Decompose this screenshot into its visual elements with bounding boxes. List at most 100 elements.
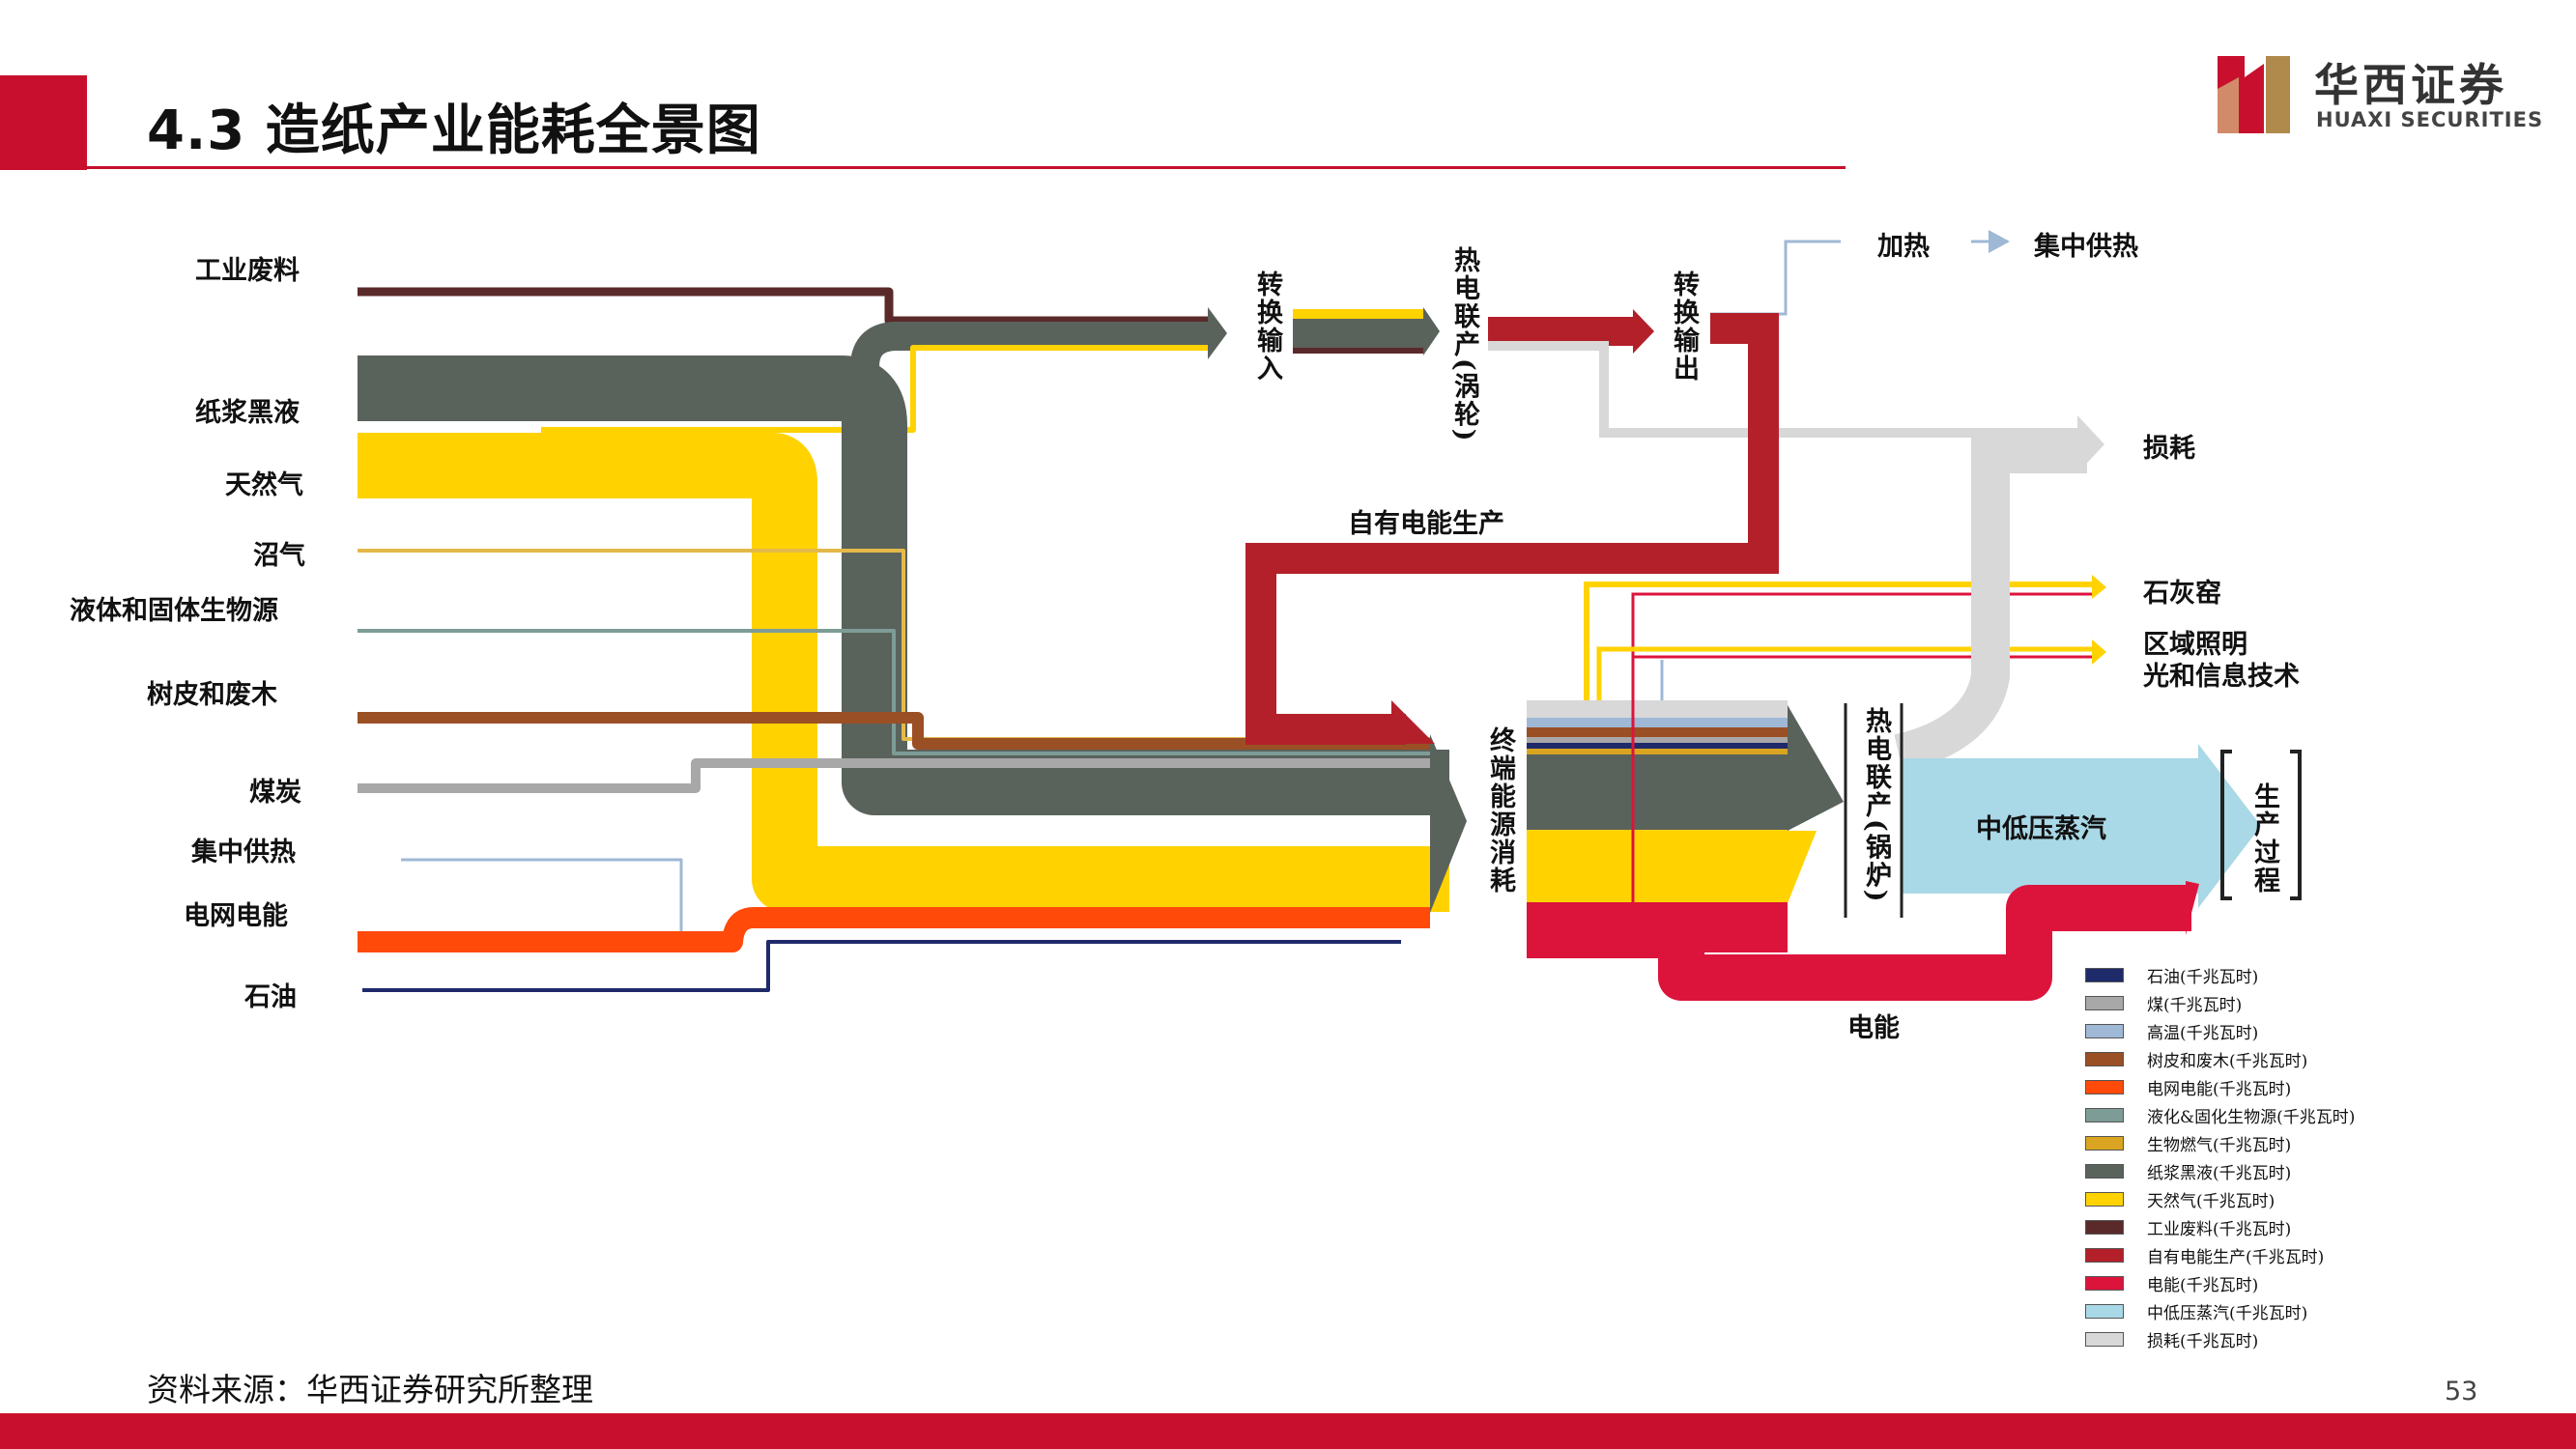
node-loss: 损耗 <box>2143 434 2195 464</box>
convert-in-arrowhead <box>1208 307 1227 359</box>
chp-boiler-bracket <box>1844 703 1903 918</box>
flow-black-liquor <box>358 355 1449 815</box>
legend-swatch <box>2085 968 2124 982</box>
node-lighting-line2: 光和信息技术 <box>2143 662 2300 692</box>
electric-energy-arrowhead <box>2186 881 2199 935</box>
node-production: 生产过程 <box>2249 782 2279 895</box>
node-chp-turbine: 热电联产(涡轮) <box>1449 246 1479 443</box>
flow-heating <box>1710 240 1841 316</box>
logo-name-en: HUAXI SECURITIES <box>2316 108 2544 131</box>
legend-swatch <box>2085 1136 2124 1151</box>
legend-label: 损耗(千兆瓦时) <box>2147 1332 2259 1351</box>
legend-swatch <box>2085 1248 2124 1263</box>
flow-petroleum <box>362 940 1401 992</box>
legend-label: 电网电能(千兆瓦时) <box>2147 1080 2292 1099</box>
lime-kiln-arrowhead <box>2092 575 2106 599</box>
footer-bar <box>0 1413 2576 1449</box>
legend-label: 高温(千兆瓦时) <box>2147 1024 2259 1043</box>
node-convert-out: 转换输出 <box>1669 270 1699 383</box>
legend-swatch <box>2085 1080 2124 1094</box>
flow-biomass <box>358 629 1430 755</box>
page-number: 53 <box>2445 1377 2478 1406</box>
flow-electric-energy <box>1527 885 2191 1001</box>
legend-label: 自有电能生产(千兆瓦时) <box>2147 1248 2325 1267</box>
legend: 石油(千兆瓦时) 煤(千兆瓦时) 高温(千兆瓦时) 树皮和废木(千兆瓦时) 电网电能(千… <box>2085 961 2355 1353</box>
legend-swatch <box>2085 996 2124 1010</box>
input-label-district-heat: 集中供热 <box>191 838 296 867</box>
legend-swatch <box>2085 1024 2124 1038</box>
flow-grid-power <box>358 907 1430 952</box>
node-lime-kiln: 石灰窑 <box>2143 579 2221 609</box>
legend-item: 石油(千兆瓦时) <box>2085 961 2355 989</box>
source-note: 资料来源：华西证券研究所整理 <box>147 1371 593 1408</box>
steam-block <box>1902 744 2261 908</box>
legend-swatch <box>2085 1192 2124 1207</box>
legend-item: 生物燃气(千兆瓦时) <box>2085 1129 2355 1157</box>
legend-item: 中低压蒸汽(千兆瓦时) <box>2085 1297 2355 1325</box>
huaxi-logo-icon <box>2218 56 2290 133</box>
title-accent-block <box>0 75 87 170</box>
legend-swatch <box>2085 1108 2124 1122</box>
legend-item: 天然气(千兆瓦时) <box>2085 1185 2355 1213</box>
legend-label: 纸浆黑液(千兆瓦时) <box>2147 1164 2292 1183</box>
page-title: 4.3 造纸产业能耗全景图 <box>147 99 761 162</box>
flow-bark <box>358 712 1430 750</box>
legend-swatch <box>2085 1164 2124 1179</box>
district-heat-arrowhead <box>1989 230 2010 253</box>
legend-swatch <box>2085 1052 2124 1066</box>
input-label-natural-gas: 天然气 <box>225 470 303 500</box>
legend-label: 树皮和废木(千兆瓦时) <box>2147 1052 2308 1071</box>
legend-item: 损耗(千兆瓦时) <box>2085 1325 2355 1353</box>
legend-item: 树皮和废木(千兆瓦时) <box>2085 1045 2355 1073</box>
flow-natural-gas-to-convert <box>541 345 1208 433</box>
logo-name-cn: 华西证券 <box>2314 59 2507 111</box>
flow-natural-gas <box>358 433 1449 912</box>
flow-district-heat <box>401 858 683 942</box>
input-label-petroleum: 石油 <box>244 982 297 1012</box>
input-label-biomass: 液体和固体生物源 <box>70 596 278 626</box>
flow-convert-to-chp <box>1293 307 1440 355</box>
legend-label: 煤(千兆瓦时) <box>2147 996 2243 1015</box>
input-label-grid-power: 电网电能 <box>184 901 288 931</box>
flow-turbine-loss <box>1488 341 2077 438</box>
node-chp-boiler: 热电联产(锅炉) <box>1861 707 1891 904</box>
own-power-arrowhead <box>1633 309 1654 354</box>
legend-label: 石油(千兆瓦时) <box>2147 968 2259 987</box>
input-label-black-liquor: 纸浆黑液 <box>195 398 300 428</box>
legend-item: 电能(千兆瓦时) <box>2085 1269 2355 1297</box>
title-underline <box>87 166 1846 169</box>
legend-item: 煤(千兆瓦时) <box>2085 989 2355 1017</box>
flow-lime-kiln-gas <box>1584 582 2092 700</box>
node-own-power: 自有电能生产 <box>1348 509 1504 539</box>
input-label-industrial-waste: 工业废料 <box>195 256 300 286</box>
node-district-heat-out: 集中供热 <box>2034 232 2138 262</box>
node-convert-in: 转换输入 <box>1252 270 1282 383</box>
legend-swatch <box>2085 1332 2124 1347</box>
node-lighting-line1: 区域照明 <box>2143 630 2247 660</box>
node-steam: 中低压蒸汽 <box>1976 814 2106 844</box>
legend-label: 电能(千兆瓦时) <box>2147 1276 2259 1295</box>
legend-label: 液化&固化生物源(千兆瓦时) <box>2147 1108 2356 1127</box>
flow-coal <box>358 758 1430 793</box>
legend-label: 天然气(千兆瓦时) <box>2147 1192 2275 1211</box>
node-final-consumption: 终端能源消耗 <box>1485 726 1515 895</box>
legend-item: 高温(千兆瓦时) <box>2085 1017 2355 1045</box>
flow-boiler-loss <box>1894 435 2087 773</box>
node-electric: 电能 <box>1847 1013 1900 1043</box>
flow-lighting-gas <box>1596 646 2092 700</box>
legend-label: 生物燃气(千兆瓦时) <box>2147 1136 2292 1155</box>
lighting-arrowhead <box>2092 639 2106 665</box>
input-label-bark: 树皮和废木 <box>147 680 277 710</box>
input-label-coal: 煤炭 <box>249 778 301 808</box>
legend-swatch <box>2085 1220 2124 1235</box>
legend-swatch <box>2085 1304 2124 1319</box>
legend-item: 工业废料(千兆瓦时) <box>2085 1213 2355 1241</box>
final-consumption-arrowhead <box>1430 734 1467 913</box>
node-heating: 加热 <box>1877 232 1930 262</box>
legend-item: 电网电能(千兆瓦时) <box>2085 1073 2355 1101</box>
own-power-loop-arrowhead <box>1391 700 1435 744</box>
flow-lime-kiln-red <box>1631 592 2092 908</box>
legend-item: 自有电能生产(千兆瓦时) <box>2085 1241 2355 1269</box>
production-bracket <box>2220 750 2302 900</box>
